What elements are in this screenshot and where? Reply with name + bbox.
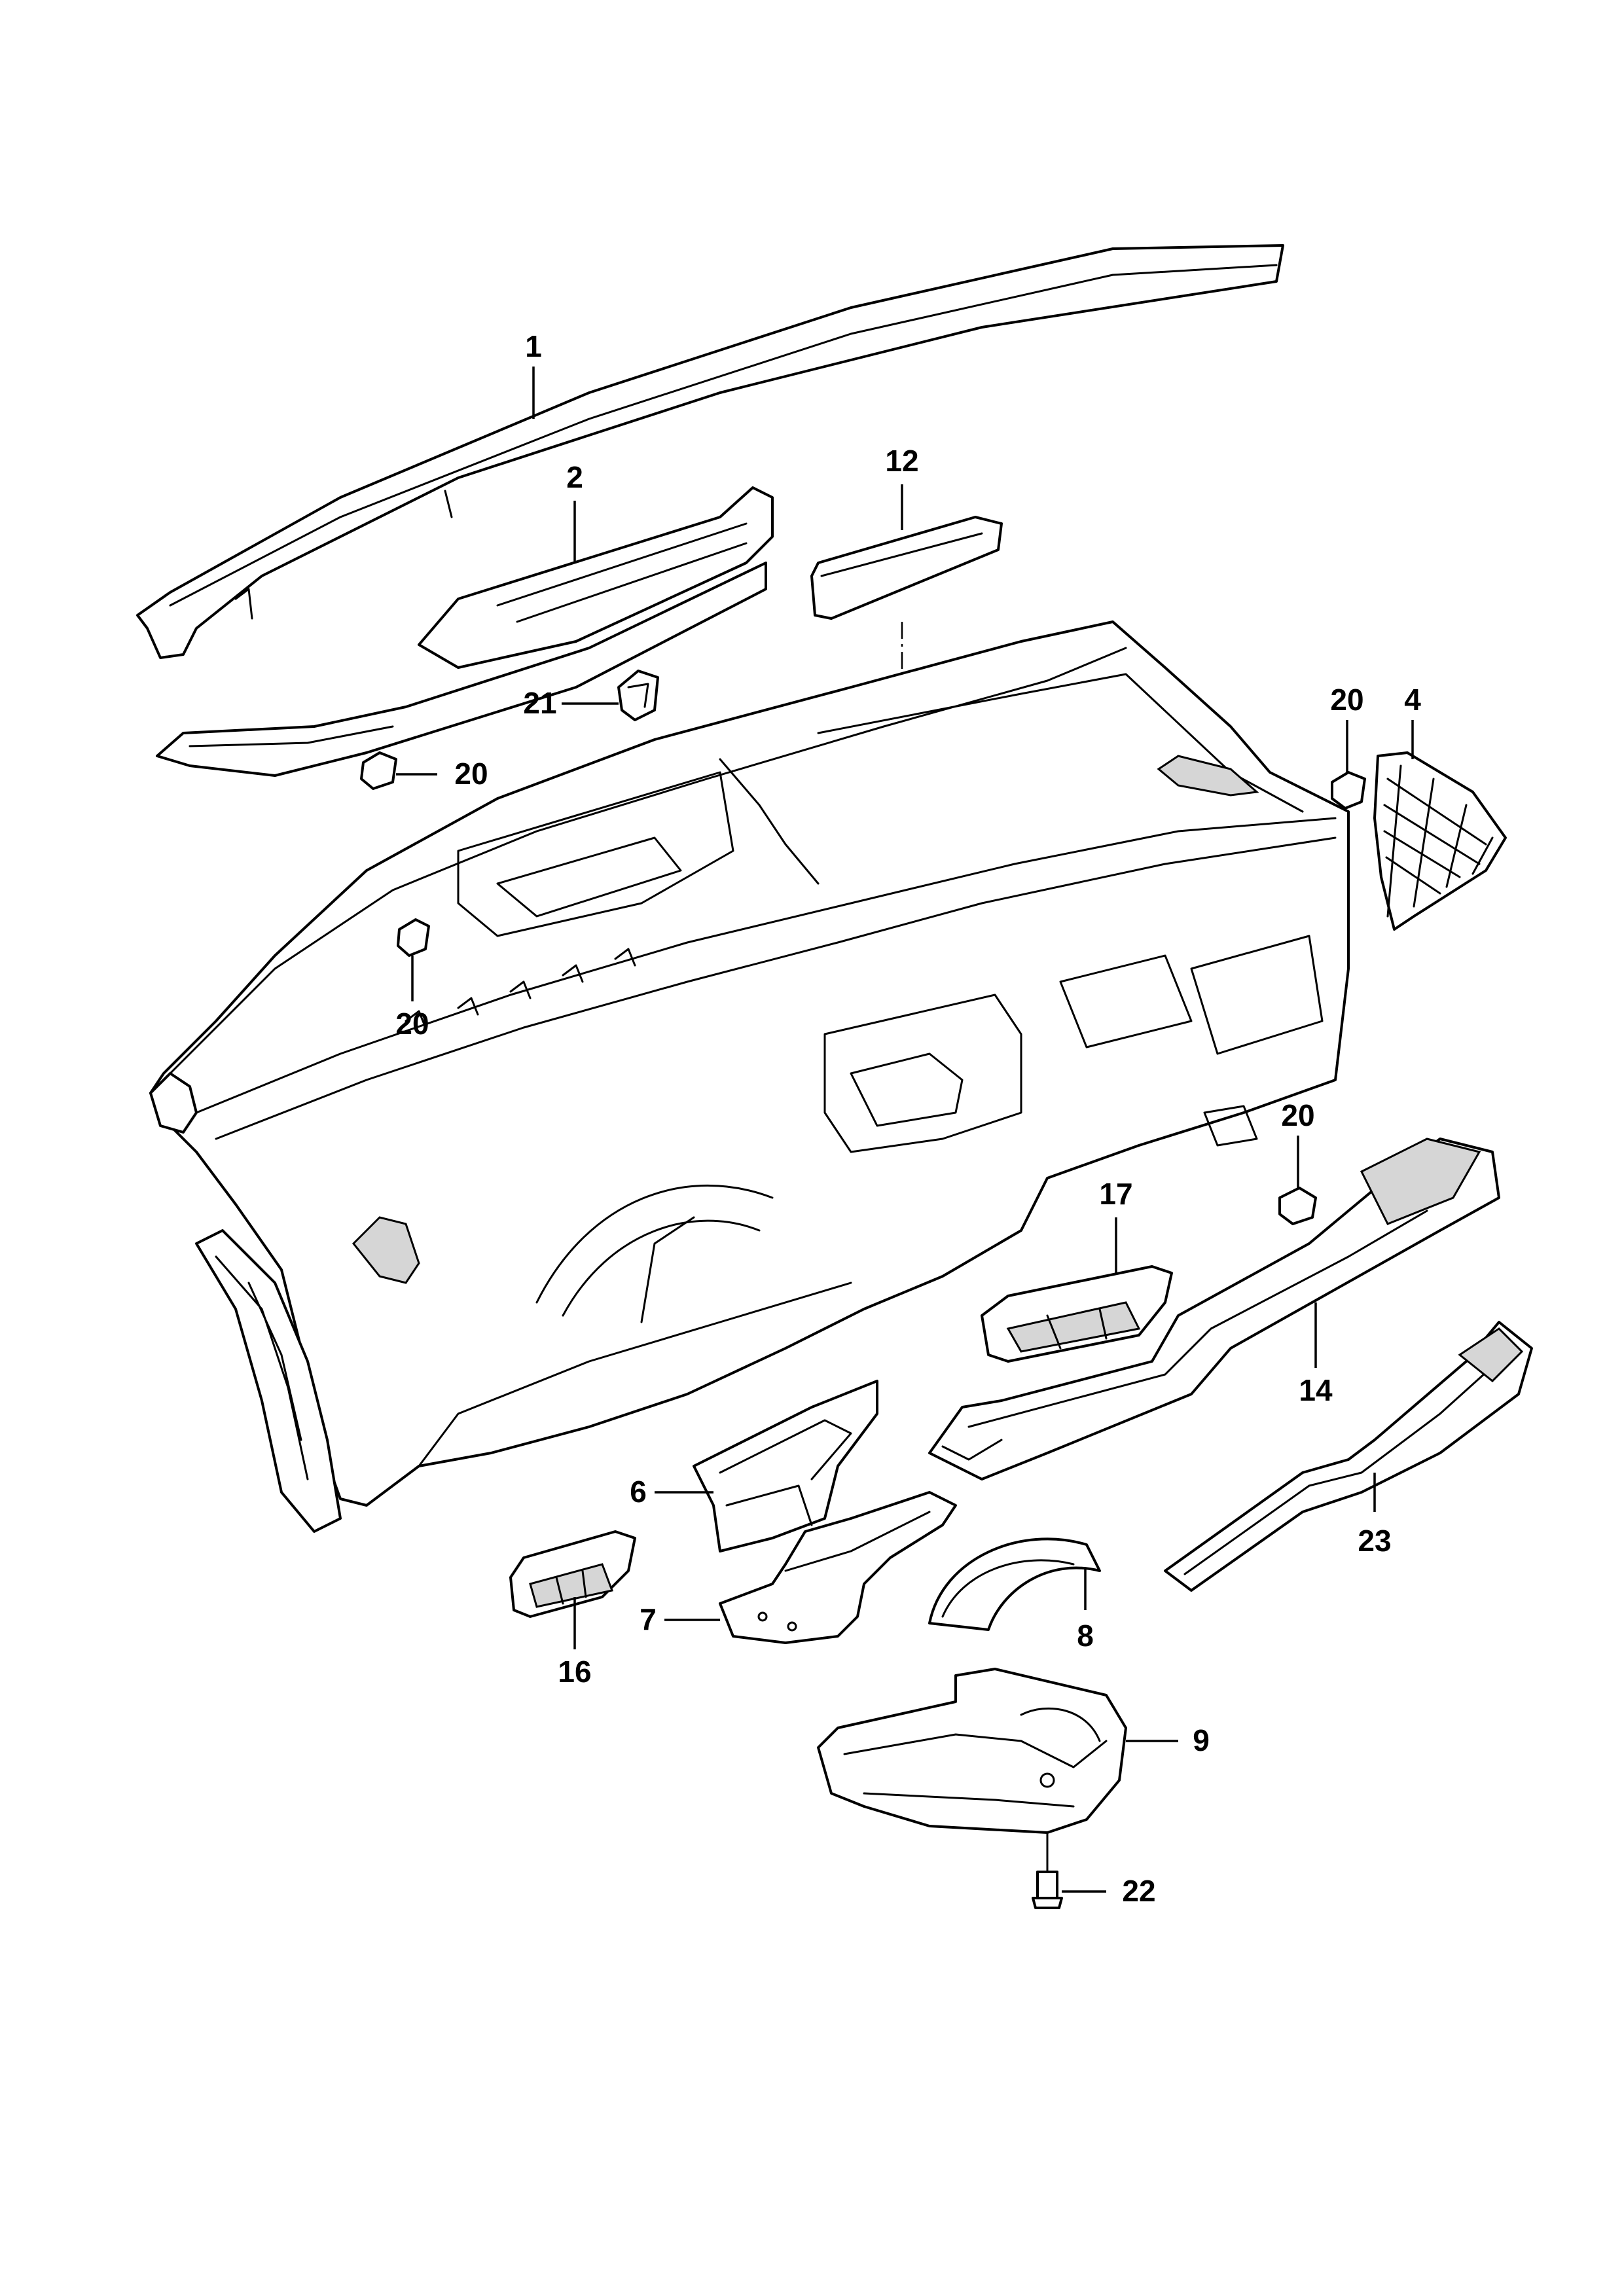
callout-14-label: 14 (1299, 1373, 1333, 1407)
callout-6-label: 6 (630, 1475, 647, 1509)
callout-2: 2 (566, 460, 583, 563)
part-12-trim-cover (810, 516, 1003, 620)
part-22-bolt (1032, 1831, 1063, 1909)
callout-16-label: 16 (558, 1655, 591, 1689)
callout-16: 16 (558, 1597, 592, 1689)
part-2-upper-trim-panel (156, 486, 774, 777)
part-20-clip-upper-left (360, 751, 397, 790)
dashboard-carrier (149, 620, 1350, 1533)
part-9-column-shroud-lower (817, 1668, 1127, 1834)
part-8-column-shroud-upper (928, 1537, 1101, 1631)
callout-9: 9 (1126, 1723, 1210, 1757)
callout-23: 23 (1358, 1473, 1392, 1558)
callout-17: 17 (1099, 1177, 1133, 1273)
part-6-bracket (693, 1380, 878, 1552)
part-20-clip-lower-right (1278, 1187, 1317, 1225)
callout-2-label: 2 (566, 460, 583, 494)
callout-22: 22 (1062, 1874, 1156, 1908)
callout-20-lower-right: 20 (1281, 1098, 1315, 1188)
callout-22-label: 22 (1122, 1874, 1155, 1908)
callout-20-left-middle: 20 (395, 956, 429, 1041)
part-20-clip-left-middle (397, 918, 430, 957)
callout-12-label: 12 (885, 444, 918, 478)
part-20-clip-upper-right (1331, 771, 1366, 810)
callout-6: 6 (630, 1475, 713, 1509)
part-17-air-vent (981, 1265, 1173, 1363)
part-23-lower-trim-bar (1164, 1321, 1533, 1592)
callout-1: 1 (525, 329, 542, 419)
callout-20d-label: 20 (1281, 1098, 1314, 1132)
callout-21-label: 21 (523, 686, 556, 720)
callout-23-label: 23 (1358, 1524, 1391, 1558)
callout-14: 14 (1299, 1302, 1333, 1407)
callout-7: 7 (640, 1602, 720, 1636)
part-16-air-vent (509, 1530, 636, 1618)
callout-9-label: 9 (1193, 1723, 1210, 1757)
callout-1-label: 1 (525, 329, 542, 363)
callout-8-label: 8 (1077, 1619, 1094, 1653)
part-14-lower-trim (928, 1138, 1500, 1480)
callout-4: 4 (1404, 683, 1421, 759)
part-1-trim-strip (136, 244, 1284, 659)
callout-20a-label: 20 (454, 757, 488, 791)
callout-20-upper-right: 20 (1330, 683, 1364, 772)
callout-20-upper-left: 20 (396, 757, 488, 791)
part-4-speaker-grille (1373, 751, 1507, 931)
callout-4-label: 4 (1404, 683, 1421, 717)
callout-7-label: 7 (640, 1602, 657, 1636)
callout-20b-label: 20 (395, 1007, 429, 1041)
callout-20c-label: 20 (1330, 683, 1363, 717)
callout-17-label: 17 (1099, 1177, 1132, 1211)
part-21-clip (617, 670, 659, 721)
callout-8: 8 (1077, 1568, 1094, 1653)
part-7-support-bracket (719, 1491, 957, 1644)
callout-21: 21 (523, 686, 619, 720)
